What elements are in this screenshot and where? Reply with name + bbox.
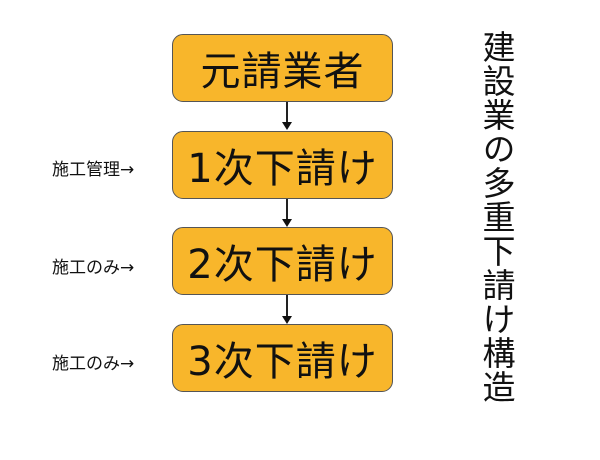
arrow-head (282, 316, 292, 324)
arrow-shaft (286, 295, 288, 316)
box-label: 1次下請け (187, 146, 378, 192)
arrow-shaft (286, 199, 288, 219)
diagram-title: 建設業の多重下請け構造 (477, 30, 516, 404)
side-note-level-3: 施工のみ→ (52, 354, 135, 374)
box-prime-contractor: 元請業者 (172, 34, 393, 102)
box-third-subcontractor: 3次下請け (172, 324, 393, 392)
side-note-level-2: 施工のみ→ (52, 258, 135, 278)
arrow-shaft (286, 102, 288, 123)
box-label: 2次下請け (187, 242, 378, 288)
box-label: 元請業者 (200, 49, 365, 95)
box-first-subcontractor: 1次下請け (172, 131, 393, 199)
box-second-subcontractor: 2次下請け (172, 227, 393, 295)
side-note-level-1: 施工管理→ (52, 160, 135, 180)
arrow-head (282, 219, 292, 227)
box-label: 3次下請け (187, 339, 378, 385)
arrow-head (282, 122, 292, 130)
